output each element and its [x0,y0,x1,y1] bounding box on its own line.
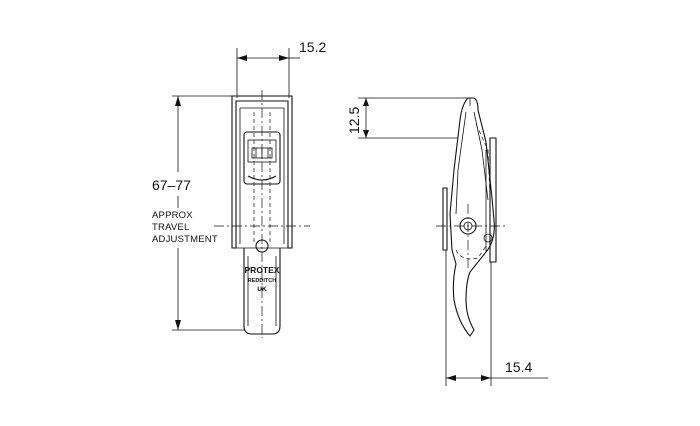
brand-marking: PROTEX [245,265,280,275]
front-width-dimension: 15.2 [236,39,326,98]
length-range-label: 67–77 [152,177,191,193]
length-dimension: 67–77 APPROX TRAVEL ADJUSTMENT [152,95,245,331]
note-line-approx: APPROX [152,210,193,221]
side-bottom-dimension: 15.4 [445,250,548,386]
pivot-pin [255,239,269,253]
lever-outline [243,248,281,335]
side-top-label: 12.5 [346,107,362,134]
side-hinge-pin [483,233,493,243]
note-line-travel: TRAVEL [152,222,189,233]
mounting-plate [489,137,497,263]
side-top-dimension: 12.5 [346,97,470,139]
place-marking: REDDITCH [248,278,276,284]
front-view: 15.2 67–77 APPROX TRAVEL ADJUSTMENT [152,39,326,338]
side-bottom-label: 15.4 [505,359,532,375]
side-lever-outline [449,97,495,337]
side-view: 12.5 15.4 [346,97,548,386]
note-line-adjustment: ADJUSTMENT [152,234,218,245]
base-foot [442,187,448,251]
inner-frame [239,107,285,244]
country-marking: UK [257,286,267,293]
front-width-label: 15.2 [299,39,326,55]
